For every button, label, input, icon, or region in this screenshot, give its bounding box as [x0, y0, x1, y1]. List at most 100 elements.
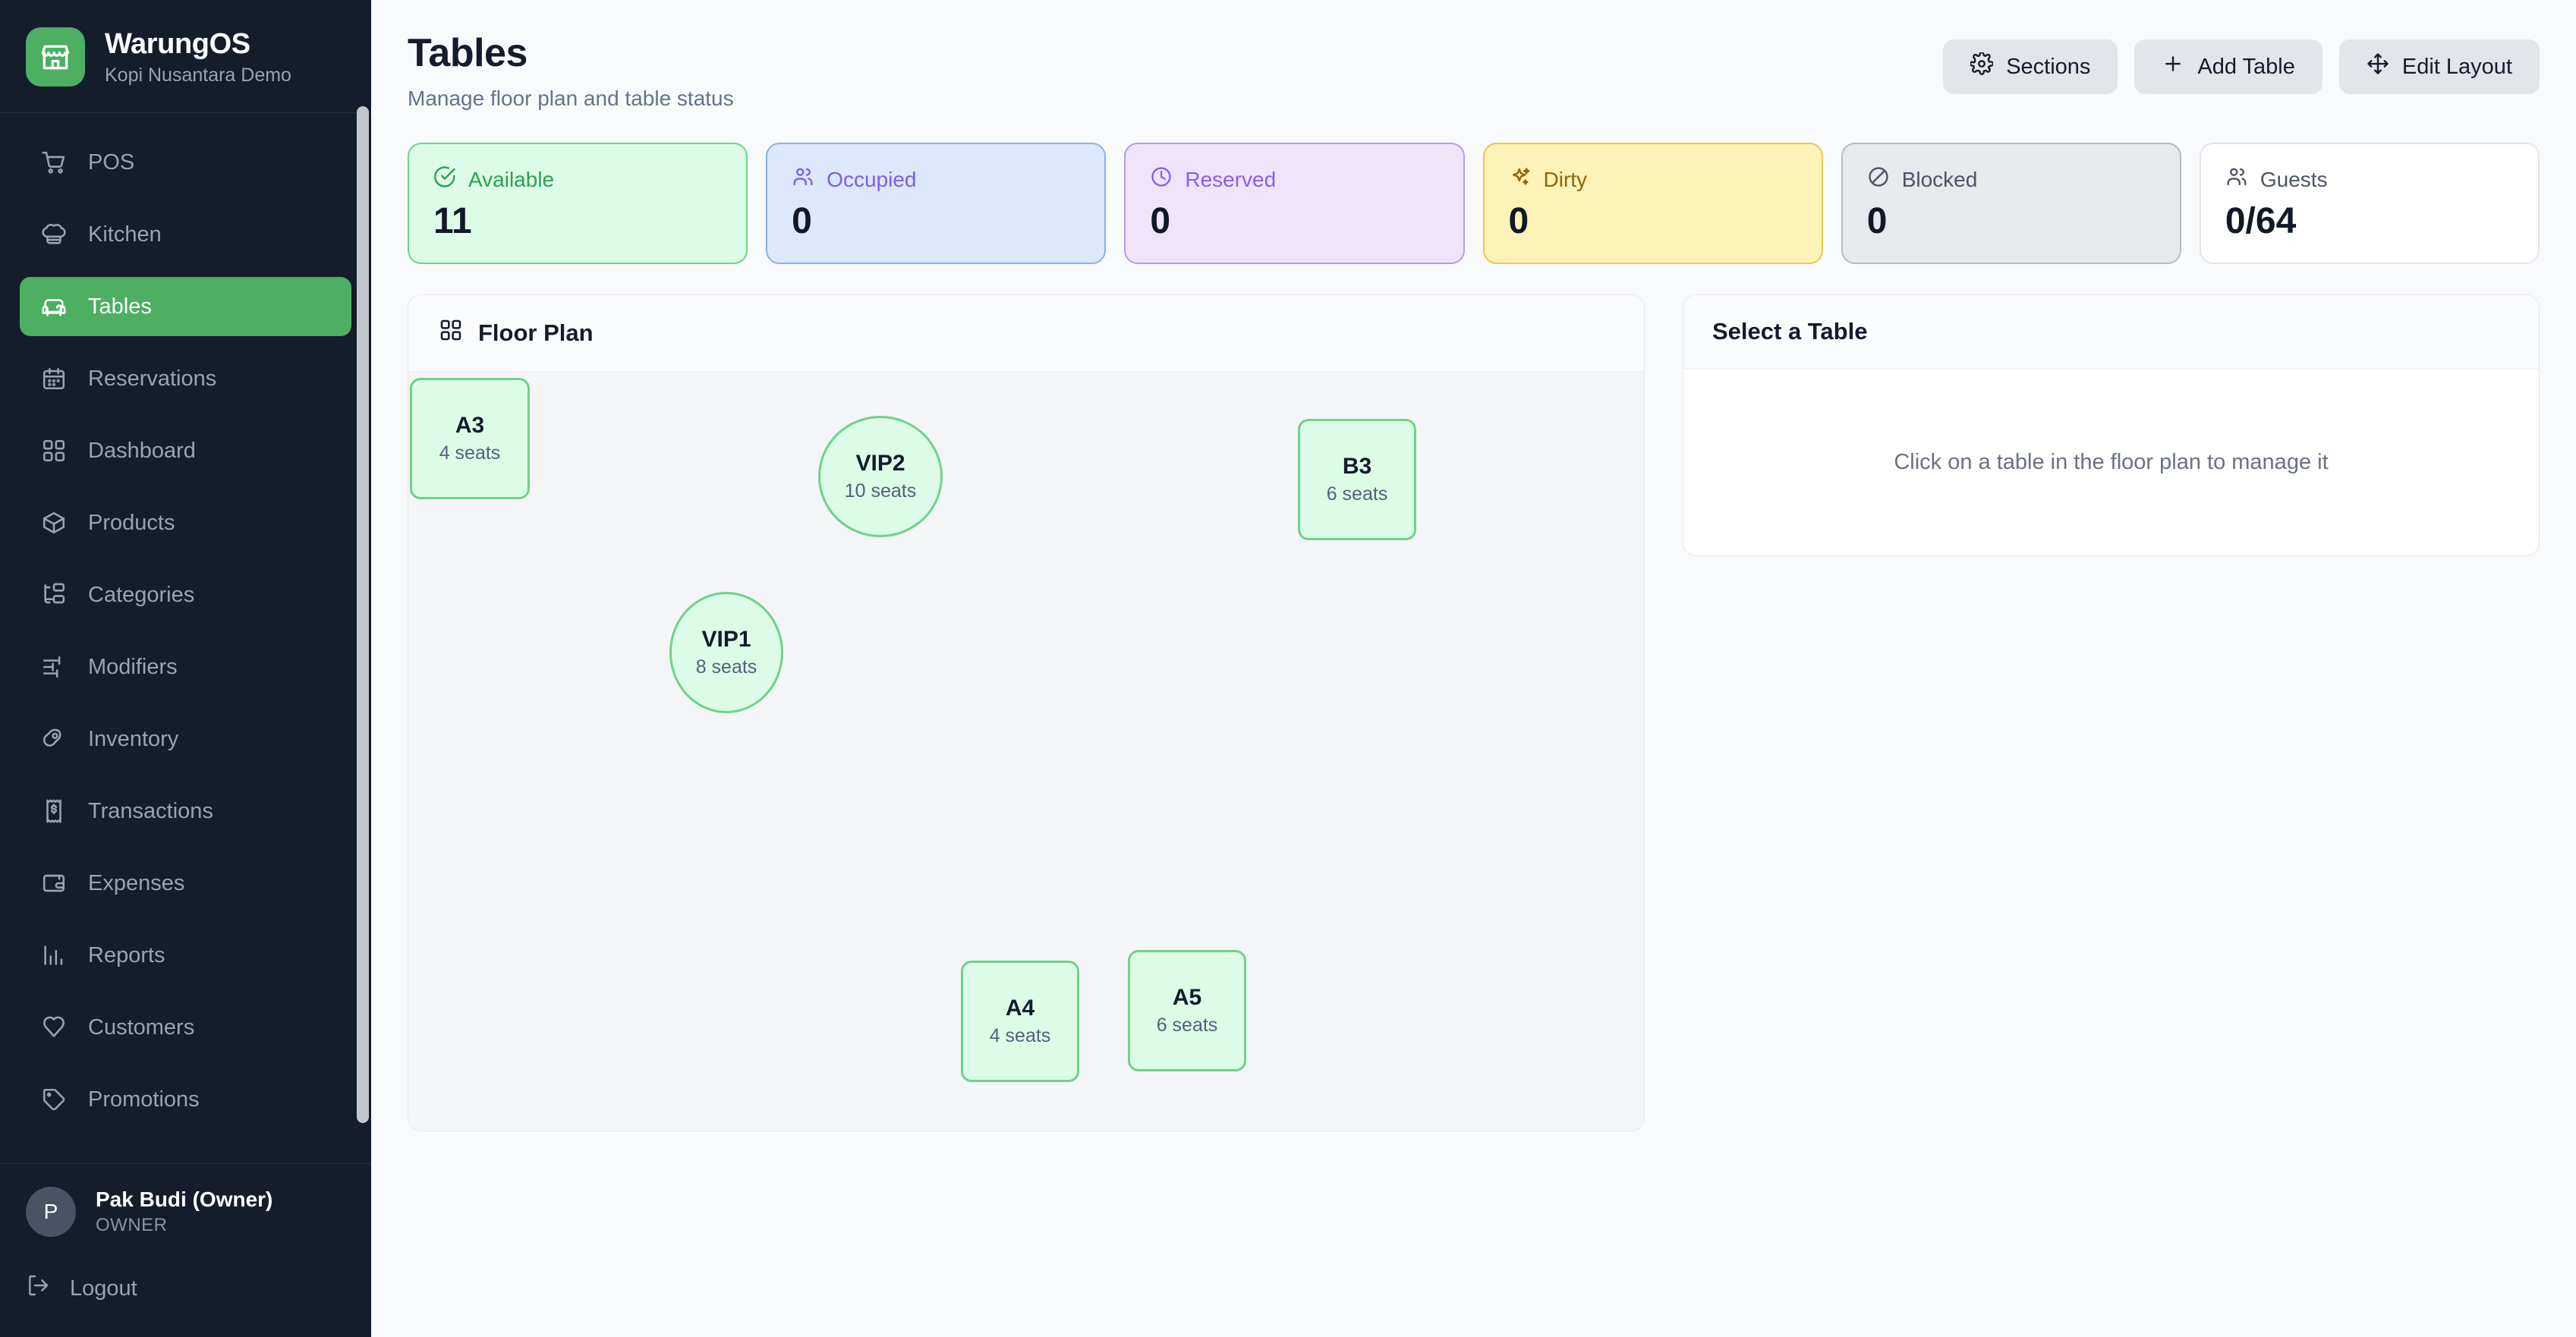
sidebar-item-kitchen[interactable]: Kitchen: [20, 205, 351, 264]
user-profile[interactable]: P Pak Budi (Owner) OWNER: [26, 1164, 345, 1257]
status-value: 0: [1866, 201, 1888, 241]
status-value: 0: [1508, 201, 1529, 241]
logout-button[interactable]: Logout: [26, 1257, 345, 1337]
sidebar-item-expenses[interactable]: Expenses: [20, 854, 351, 913]
sidebar-item-label: Expenses: [88, 870, 185, 895]
wallet-icon: [41, 870, 67, 896]
avatar: P: [26, 1187, 76, 1237]
status-label: Guests: [2260, 167, 2328, 191]
sidebar-item-label: Tables: [88, 294, 152, 319]
check-circle-icon: [433, 165, 456, 193]
table-seats: 6 seats: [1156, 1015, 1218, 1036]
plus-icon: [2162, 52, 2184, 81]
sidebar-item-label: Products: [88, 510, 175, 535]
status-card-guests[interactable]: Guests 0/64: [2199, 143, 2540, 264]
meat-icon: [41, 726, 67, 752]
sidebar-item-transactions[interactable]: Transactions: [20, 782, 351, 841]
sidebar-item-tables[interactable]: Tables: [20, 277, 351, 336]
sidebar-nav: POS Kitchen Tables Reservations: [0, 113, 371, 1163]
user-name: Pak Budi (Owner): [96, 1188, 273, 1211]
edit-layout-label: Edit Layout: [2401, 54, 2512, 79]
sidebar-item-reservations[interactable]: Reservations: [20, 349, 351, 408]
sidebar-item-customers[interactable]: Customers: [20, 998, 351, 1057]
status-card-occupied[interactable]: Occupied 0: [766, 143, 1107, 264]
table-seats: 8 seats: [695, 656, 757, 678]
sidebar-item-label: Reservations: [88, 366, 217, 391]
sidebar-item-label: Reports: [88, 942, 165, 967]
chef-hat-icon: [41, 222, 67, 247]
floor-table-a5[interactable]: A5 6 seats: [1128, 950, 1246, 1071]
status-label: Reserved: [1185, 167, 1277, 191]
user-role: OWNER: [96, 1215, 168, 1235]
grid-icon: [439, 318, 463, 348]
store-icon: [26, 27, 85, 87]
page-header: Tables Manage floor plan and table statu…: [408, 30, 2540, 111]
sidebar-item-label: Customers: [88, 1015, 195, 1040]
floor-table-vip2[interactable]: VIP2 10 seats: [818, 416, 943, 537]
sidebar-item-label: Transactions: [88, 798, 213, 823]
status-card-blocked[interactable]: Blocked 0: [1841, 143, 2181, 264]
sidebar-item-categories[interactable]: Categories: [20, 565, 351, 624]
logout-icon: [26, 1273, 50, 1304]
table-name: VIP2: [855, 451, 905, 476]
sidebar-item-reports[interactable]: Reports: [20, 926, 351, 985]
tag-icon: [41, 1087, 67, 1112]
sidebar-item-modifiers[interactable]: Modifiers: [20, 637, 351, 697]
status-card-reserved[interactable]: Reserved 0: [1124, 143, 1465, 264]
clock-icon: [1150, 165, 1173, 193]
status-label: Available: [468, 167, 555, 191]
sections-button[interactable]: Sections: [1943, 39, 2118, 94]
brand-header[interactable]: WarungOS Kopi Nusantara Demo: [0, 0, 371, 112]
sidebar-scrollbar[interactable]: [357, 106, 369, 1123]
sidebar-divider-bottom: [0, 1163, 371, 1164]
floor-table-vip1[interactable]: VIP1 8 seats: [669, 592, 783, 713]
sidebar-item-promotions[interactable]: Promotions: [20, 1070, 351, 1129]
folder-tree-icon: [41, 582, 67, 608]
sidebar-item-inventory[interactable]: Inventory: [20, 709, 351, 769]
header-actions: Sections Add Table Edit Layout: [1943, 30, 2540, 94]
receipt-dollar-icon: [41, 798, 67, 824]
status-value: 0: [1150, 201, 1171, 241]
table-name: A5: [1172, 985, 1202, 1010]
status-cards: Available 11 Occupied 0 Rese: [408, 143, 2540, 264]
calendar-icon: [41, 366, 67, 392]
status-label: Blocked: [1901, 167, 1978, 191]
brand-subtitle: Kopi Nusantara Demo: [105, 64, 291, 86]
page-title: Tables: [408, 31, 527, 75]
add-table-label: Add Table: [2197, 54, 2295, 79]
sidebar-item-dashboard[interactable]: Dashboard: [20, 421, 351, 480]
add-table-button[interactable]: Add Table: [2134, 39, 2322, 94]
gear-icon: [1970, 51, 1995, 81]
status-card-dirty[interactable]: Dirty 0: [1482, 143, 1823, 264]
box-icon: [41, 510, 67, 536]
status-value: 0/64: [2225, 201, 2297, 241]
shopping-cart-icon: [41, 149, 67, 175]
table-seats: 6 seats: [1326, 483, 1388, 505]
ban-icon: [1867, 165, 1890, 193]
sofa-icon: [41, 294, 67, 319]
sections-label: Sections: [2006, 54, 2091, 79]
sidebar-item-products[interactable]: Products: [20, 493, 351, 552]
status-label: Occupied: [827, 167, 917, 191]
table-seats: 10 seats: [844, 480, 917, 502]
status-label: Dirty: [1543, 167, 1588, 191]
sidebar-item-pos[interactable]: POS: [20, 133, 351, 192]
edit-layout-button[interactable]: Edit Layout: [2338, 39, 2540, 94]
status-card-available[interactable]: Available 11: [408, 143, 748, 264]
sidebar-footer: P Pak Budi (Owner) OWNER Logout: [0, 1164, 371, 1337]
table-seats: 4 seats: [439, 442, 501, 464]
table-detail-panel: Select a Table Click on a table in the f…: [1683, 294, 2540, 556]
grid-icon: [41, 438, 67, 464]
users-icon: [2225, 165, 2248, 193]
bar-chart-icon: [41, 942, 67, 968]
table-detail-title: Select a Table: [1683, 295, 2539, 369]
move-icon: [2367, 52, 2389, 81]
sidebar-item-label: Dashboard: [88, 438, 196, 463]
table-name: VIP1: [701, 627, 751, 652]
